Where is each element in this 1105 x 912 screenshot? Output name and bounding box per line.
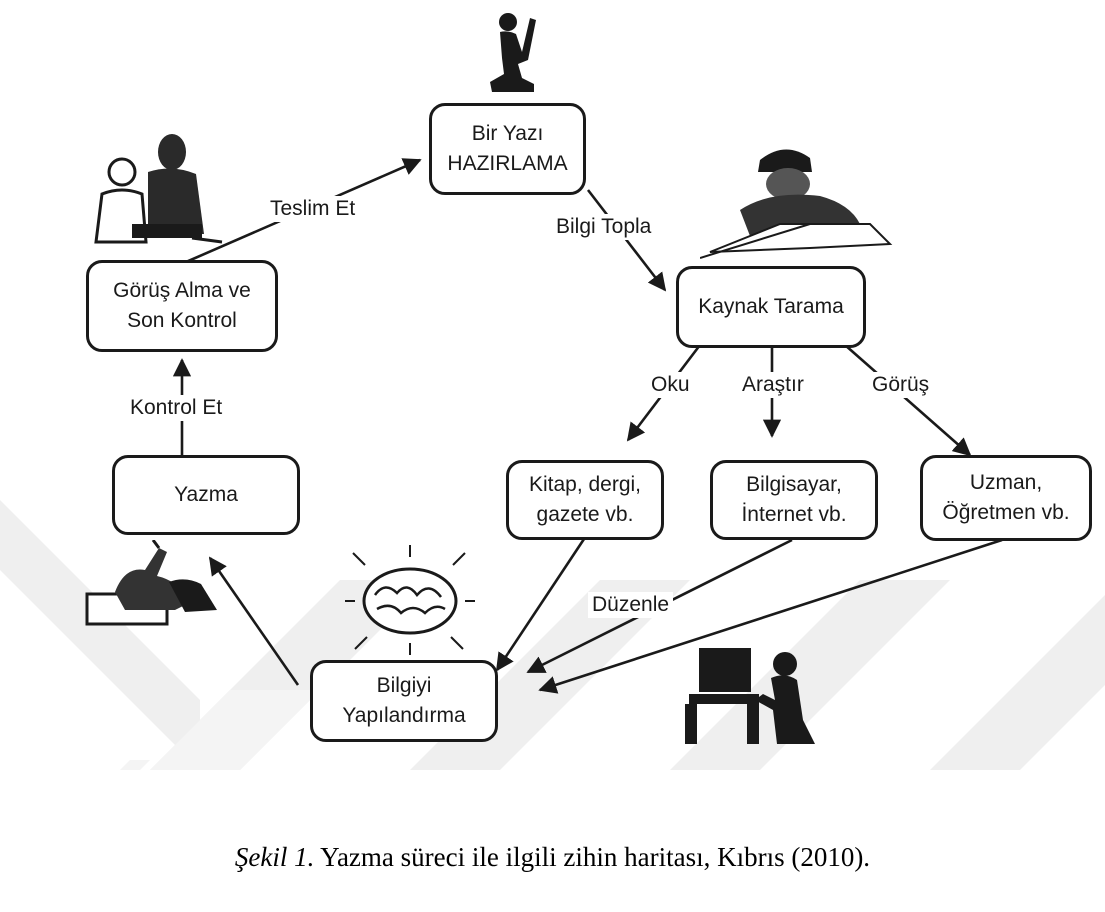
node-gorus-alma-son-kontrol: Görüş Alma ve Son Kontrol <box>86 260 278 352</box>
edge-label-kontrol-et: Kontrol Et <box>126 395 227 421</box>
brain-illustration <box>345 545 475 655</box>
kneeling-figure-illustration <box>490 13 536 92</box>
edge-label-duzenle: Düzenle <box>588 592 674 618</box>
edge-label-gorus: Görüş <box>868 372 934 398</box>
node-uzman-ogretmen: Uzman, Öğretmen vb. <box>920 455 1092 541</box>
arrow-bilgiyi-to-yazma <box>208 556 300 686</box>
person-reading-illustration <box>700 149 893 259</box>
hand-writing-illustration <box>85 540 217 626</box>
node-kaynak-tarama: Kaynak Tarama <box>676 266 866 348</box>
arrow-gorus <box>844 344 972 457</box>
figure-caption: Şekil 1. Yazma süreci ile ilgili zihin h… <box>0 842 1105 873</box>
edge-label-oku: Oku <box>647 372 694 398</box>
edge-label-bilgi-topla: Bilgi Topla <box>552 214 656 240</box>
arrow-uzman-to-bilgiyi <box>538 538 1003 694</box>
arrow-bilgi-topla <box>586 189 667 292</box>
two-people-illustration <box>94 134 223 244</box>
person-at-computer-illustration <box>685 648 815 744</box>
node-bir-yazi-hazirlama: Bir Yazı HAZIRLAMA <box>429 103 586 195</box>
node-yazma: Yazma <box>112 455 300 535</box>
caption-label: Şekil 1. <box>234 842 315 872</box>
node-bilgisayar-internet: Bilgisayar, İnternet vb. <box>710 460 878 540</box>
arrow-kitap-to-bilgiyi <box>495 535 588 672</box>
node-bilgiyi-yapilandirma: Bilgiyi Yapılandırma <box>310 660 498 742</box>
edge-label-arastir: Araştır <box>738 372 808 398</box>
caption-text: Yazma süreci ile ilgili zihin haritası, … <box>314 842 871 872</box>
node-kitap-dergi-gazete: Kitap, dergi, gazete vb. <box>506 460 664 540</box>
edge-label-teslim-et: Teslim Et <box>266 196 360 222</box>
